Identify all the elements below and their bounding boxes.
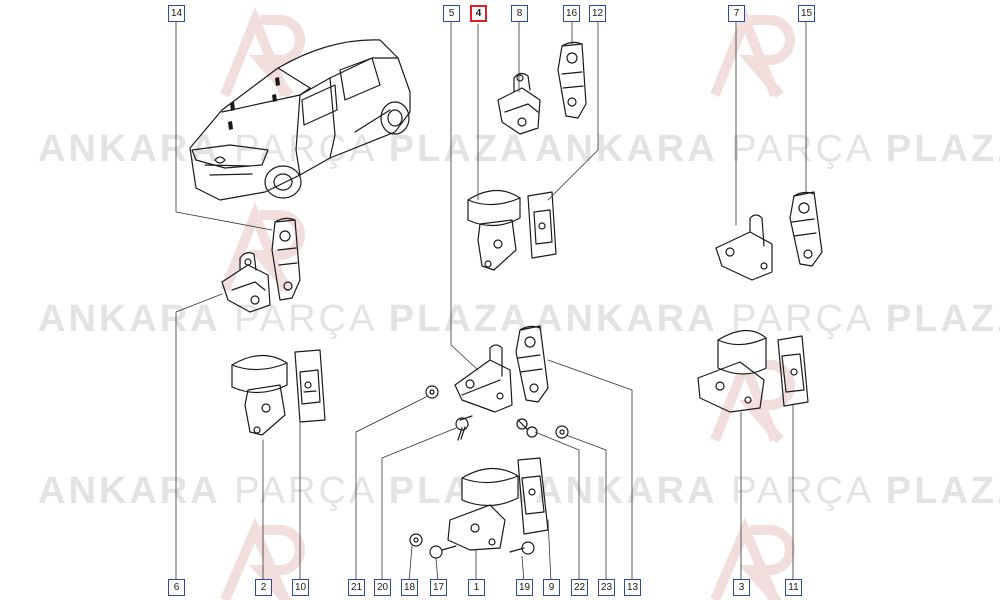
fasteners-upper [425,385,569,441]
callout-11: 11 [785,579,802,596]
callout-2: 2 [255,579,272,596]
door-check-4 [467,189,521,271]
callout-6: 6 [168,579,185,596]
callout-15: 15 [798,5,815,22]
hinge-5 [454,344,513,413]
callout-22: 22 [571,579,588,596]
callout-20: 20 [374,579,391,596]
hinge-14 [271,217,301,301]
callout-17: 17 [430,579,447,596]
hinge-16 [557,41,587,119]
callout-5: 5 [443,5,460,22]
hinge-8 [497,72,541,135]
hinge-7 [715,214,773,281]
logo-mark [710,6,795,99]
fasteners-lower [409,533,535,559]
callout-23: 23 [598,579,615,596]
hinge-15 [789,191,823,267]
door-check-3 [697,329,767,413]
callout-14: 14 [168,5,185,22]
callout-9: 9 [543,579,560,596]
callout-8: 8 [511,5,528,22]
callout-13: 13 [624,579,641,596]
callout-4-highlighted: 4 [470,5,487,22]
callout-18: 18 [401,579,418,596]
callout-7: 7 [728,5,745,22]
callout-1: 1 [468,579,485,596]
plate-12 [527,191,557,259]
callout-21: 21 [348,579,365,596]
car-illustration [189,39,411,201]
hinge-6 [221,252,271,313]
callout-12: 12 [589,5,606,22]
logo-mark [710,517,795,600]
callout-3: 3 [733,579,750,596]
door-check-1 [447,467,519,551]
hinge-location-markers [228,77,280,130]
leader-lines [175,19,807,583]
callout-19: 19 [516,579,533,596]
door-check-2 [231,354,288,436]
callout-10: 10 [292,579,309,596]
plate-10 [294,349,326,423]
plate-11 [777,335,809,407]
callout-16: 16 [563,5,580,22]
hinge-13 [515,325,549,403]
plate-9 [517,457,549,535]
